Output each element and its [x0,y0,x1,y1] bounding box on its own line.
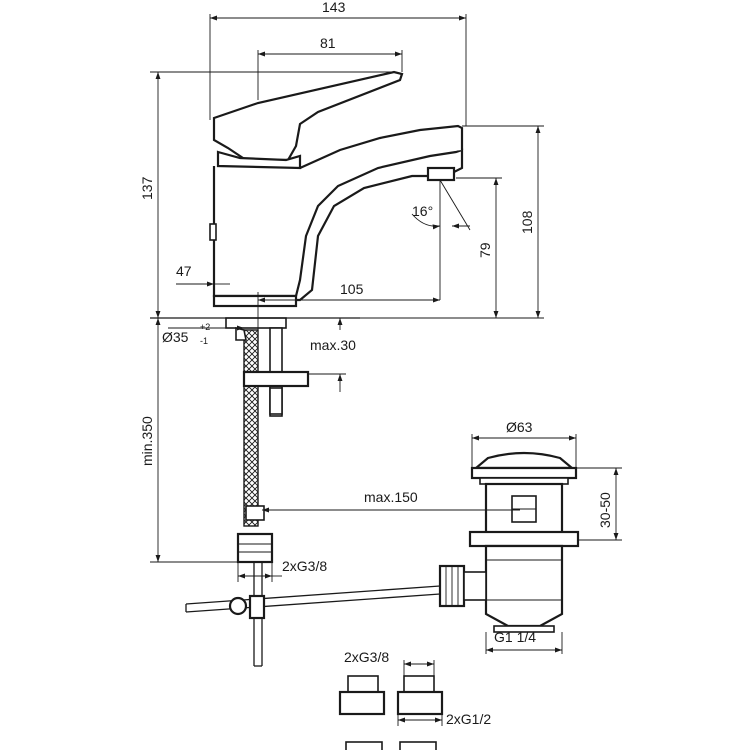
label-height-total: 137 [139,176,155,200]
faucet-base [212,294,298,308]
faucet [209,70,464,329]
flex-hose [243,329,259,527]
label-hose-thread: 2xG3/8 [282,558,327,574]
label-adapter-in: 2xG3/8 [344,649,389,665]
label-hole-tol-lower: -1 [200,336,208,346]
mounting-bracket [242,370,310,388]
faucet-body [212,148,464,302]
label-spout-reach: 105 [340,281,364,297]
label-hose-length: min.350 [139,416,155,466]
label-lever-width: 81 [320,35,336,51]
label-height-outlet: 79 [477,242,493,258]
label-waste-thread: G1 1/4 [494,629,536,645]
waste-unit [438,451,580,633]
label-angle: 16° [412,203,433,219]
label-deck-thickness: max.30 [310,337,356,353]
rod-clamp [228,596,248,616]
label-height-spout: 108 [519,210,535,234]
dimension-lines [150,14,622,726]
label-waste-height: 30-50 [597,492,613,528]
label-adapter-out: 2xG1/2 [446,711,491,727]
faucet-collar [216,150,302,170]
label-rod-length: max.150 [364,489,418,505]
mounting-parts [150,317,441,667]
dimension-labels: 143 81 137 108 79 16° 47 105 Ø35 +2 -1 m… [139,0,613,727]
label-overall-width: 143 [322,0,346,15]
label-body-offset: 47 [176,263,192,279]
hose-nut [236,532,274,564]
waste-cap [472,451,576,470]
label-waste-diameter: Ø63 [506,419,533,435]
adapters [338,675,444,750]
label-hole-tol-upper: +2 [200,322,210,332]
faucet-aerator [426,166,456,182]
label-hole-diameter: Ø35 [162,329,189,345]
